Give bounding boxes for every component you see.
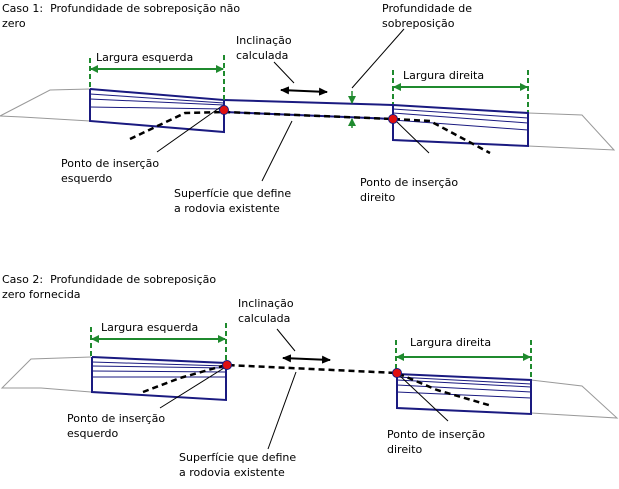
case2-existing-surface — [142, 363, 493, 408]
case1-ground-left — [0, 88, 91, 122]
case1-overlay-depth-leader — [351, 28, 405, 89]
case1-right-insertion-point — [388, 114, 398, 124]
case1-right-width-label: Largura direita — [403, 69, 485, 82]
case1-left-insertion-point — [219, 105, 229, 115]
case2-left-width-dimension — [90, 323, 227, 362]
case1-existing-surface — [129, 110, 491, 155]
case2-left-width-label: Largura esquerda — [101, 321, 199, 334]
case1-title: Caso 1: Profundidade de sobreposição não… — [2, 2, 241, 30]
case1-slope-leader — [273, 61, 295, 84]
case2-surface-leader — [267, 371, 297, 450]
case2-diagram — [0, 323, 619, 450]
case1-right-insertion-leader — [395, 120, 430, 154]
case1-right-width-dimension — [392, 70, 529, 112]
case1-left-lane-block — [89, 88, 225, 134]
case1-slope-arrow — [280, 86, 328, 96]
case2-ground-left — [0, 356, 92, 393]
case2-left-lane-block — [91, 356, 227, 402]
case1-diagram — [0, 28, 616, 182]
case2-slope-arrow — [282, 354, 331, 364]
case2-right-width-label: Largura direita — [410, 336, 492, 349]
case2-ground-right — [530, 379, 619, 419]
case1-left-insertion-leader — [156, 105, 223, 153]
case2-left-insertion-point — [222, 360, 232, 370]
case1-overlay-top — [223, 99, 394, 106]
case1-surface-leader — [261, 120, 293, 182]
case2-right-width-dimension — [395, 340, 532, 379]
case2-right-insertion-leader — [398, 374, 449, 422]
case2-slope-leader — [276, 328, 296, 352]
case1-left-width-dimension — [89, 55, 225, 100]
case1-ground-right — [527, 112, 616, 151]
case1-right-lane-block — [392, 104, 529, 148]
case2-left-insertion-leader — [159, 367, 225, 409]
case2-right-insertion-point — [392, 368, 402, 378]
case2-right-lane-block — [396, 373, 532, 416]
case1-left-width-label: Largura esquerda — [96, 51, 194, 64]
